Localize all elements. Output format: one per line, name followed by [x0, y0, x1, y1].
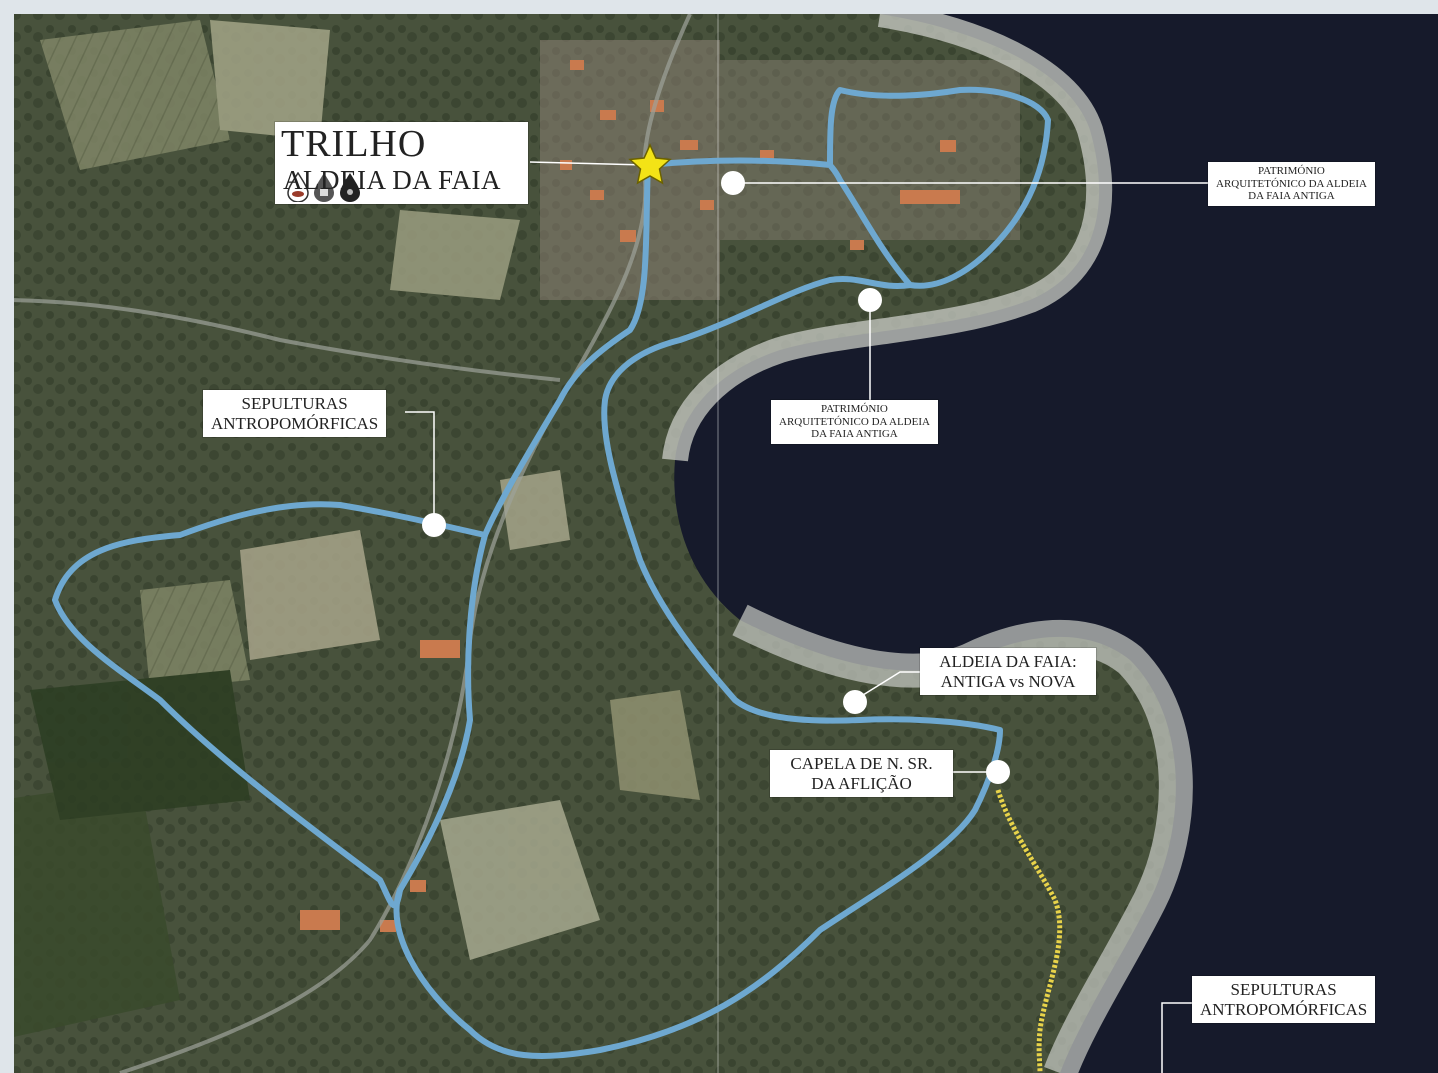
top-border	[0, 0, 1438, 14]
trail-secondary	[995, 789, 1063, 1073]
label-patrimonio-right: PATRIMÓNIO ARQUITETÓNICO DA ALDEIA DA FA…	[1208, 162, 1375, 206]
poi-marker-patrimonio-village	[721, 171, 745, 195]
trail-subtitle: ALDEIA DA FAIA	[283, 165, 501, 195]
trail-title: TRILHO	[281, 123, 427, 165]
fields	[0, 20, 700, 1040]
label-patrimonio-center: PATRIMÓNIO ARQUITETÓNICO DA ALDEIA DA FA…	[771, 400, 938, 444]
poi-markers	[422, 171, 1010, 784]
poi-marker-sepulturas-west	[422, 513, 446, 537]
reservoir-water	[674, 14, 1438, 1073]
poi-marker-capela	[986, 760, 1010, 784]
label-sepulturas-west: SEPULTURAS ANTROPOMÓRFICAS	[203, 390, 387, 438]
poi-marker-aldeia-antiga-nova	[843, 690, 867, 714]
shoreline-south	[732, 604, 1193, 1073]
trail-main	[52, 86, 1051, 1059]
shoreline-north	[662, 1, 1113, 462]
trail-title-box: TRILHO ALDEIA DA FAIA	[275, 122, 528, 204]
drop-filled-icon	[340, 173, 360, 202]
drop-filled-icon	[314, 173, 334, 202]
start-star-icon	[628, 143, 672, 185]
village-rooftops	[300, 40, 1020, 932]
label-aldeia-antiga-nova: ALDEIA DA FAIA: ANTIGA vs NOVA	[920, 648, 1096, 696]
left-border	[0, 0, 14, 1073]
poi-marker-patrimonio-shore	[858, 288, 882, 312]
label-capela: CAPELA DE N. SR. DA AFLIÇÃO	[770, 750, 953, 798]
difficulty-rating	[287, 171, 528, 218]
label-sepulturas-south: SEPULTURAS ANTROPOMÓRFICAS	[1192, 976, 1376, 1024]
